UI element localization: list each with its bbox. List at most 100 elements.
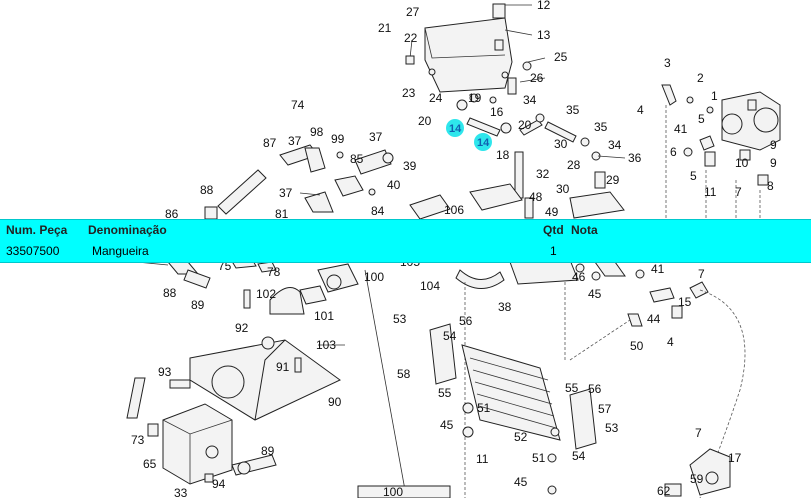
callout-label[interactable]: 81	[275, 207, 289, 221]
callout-label[interactable]: 102	[256, 287, 276, 301]
callout-label[interactable]: 51	[532, 451, 546, 465]
callout-label[interactable]: 12	[537, 0, 551, 12]
callout-label[interactable]: 37	[288, 134, 302, 148]
callout-label[interactable]: 53	[605, 421, 619, 435]
callout-label[interactable]: 23	[402, 86, 416, 100]
callout-label[interactable]: 84	[371, 204, 385, 218]
callout-label[interactable]: 45	[440, 418, 454, 432]
callout-label[interactable]: 4	[667, 335, 674, 349]
callout-label[interactable]: 7	[735, 185, 742, 199]
callout-label[interactable]: 33	[174, 486, 188, 498]
callout-label[interactable]: 37	[279, 186, 293, 200]
callout-label[interactable]: 106	[444, 203, 464, 217]
callout-label[interactable]: 5	[698, 112, 705, 126]
callout-label[interactable]: 24	[429, 91, 443, 105]
callout-label[interactable]: 8	[767, 179, 774, 193]
callout-label[interactable]: 11	[476, 452, 489, 466]
callout-label[interactable]: 90	[328, 395, 342, 409]
callout-label[interactable]: 36	[628, 151, 642, 165]
callout-label[interactable]: 16	[490, 105, 504, 119]
callout-label[interactable]: 58	[397, 367, 411, 381]
callout-label[interactable]: 34	[523, 93, 537, 107]
callout-label[interactable]: 50	[630, 339, 644, 353]
callout-label[interactable]: 100	[383, 485, 403, 498]
callout-label[interactable]: 44	[647, 312, 661, 326]
callout-label[interactable]: 7	[698, 267, 705, 281]
callout-label[interactable]: 20	[418, 114, 432, 128]
callout-label[interactable]: 89	[191, 298, 205, 312]
callout-label[interactable]: 92	[235, 321, 249, 335]
callout-14-highlight-a[interactable]	[446, 119, 464, 137]
callout-label[interactable]: 35	[566, 103, 580, 117]
callout-label[interactable]: 46	[572, 270, 586, 284]
callout-label[interactable]: 53	[393, 312, 407, 326]
callout-label[interactable]: 19	[468, 91, 482, 105]
callout-14-highlight-b[interactable]	[474, 133, 492, 151]
callout-label[interactable]: 9	[770, 138, 777, 152]
callout-label[interactable]: 41	[651, 262, 665, 276]
callout-label[interactable]: 41	[674, 122, 688, 136]
callout-label[interactable]: 2	[697, 71, 704, 85]
callout-label[interactable]: 54	[443, 329, 457, 343]
callout-label[interactable]: 88	[163, 286, 177, 300]
callout-label[interactable]: 85	[350, 152, 364, 166]
callout-label[interactable]: 56	[459, 314, 473, 328]
callout-label[interactable]: 35	[594, 120, 608, 134]
table-row[interactable]: 33507500 Mangueira 1	[0, 244, 811, 264]
callout-label[interactable]: 34	[608, 138, 622, 152]
callout-label[interactable]: 30	[554, 137, 568, 151]
callout-label[interactable]: 27	[406, 5, 420, 19]
callout-label[interactable]: 93	[158, 365, 172, 379]
callout-label[interactable]: 26	[530, 71, 544, 85]
callout-label[interactable]: 4	[637, 103, 644, 117]
callout-label[interactable]: 52	[514, 430, 528, 444]
callout-label[interactable]: 56	[588, 382, 602, 396]
callout-label[interactable]: 18	[496, 148, 510, 162]
callout-label[interactable]: 100	[364, 270, 384, 284]
callout-label[interactable]: 45	[514, 475, 528, 489]
callout-label[interactable]: 57	[598, 402, 612, 416]
callout-label[interactable]: 65	[143, 457, 157, 471]
callout-label[interactable]: 73	[131, 433, 145, 447]
callout-label[interactable]: 91	[276, 360, 290, 374]
callout-label[interactable]: 74	[291, 98, 305, 112]
callout-label[interactable]: 6	[670, 145, 677, 159]
callout-label[interactable]: 103	[316, 338, 336, 352]
callout-label[interactable]: 1	[711, 89, 718, 103]
callout-label[interactable]: 49	[545, 205, 559, 219]
callout-label[interactable]: 11	[704, 185, 717, 199]
callout-14-b[interactable]: 14	[477, 137, 490, 149]
callout-label[interactable]: 88	[200, 183, 214, 197]
callout-label[interactable]: 22	[404, 31, 418, 45]
callout-label[interactable]: 15	[678, 295, 692, 309]
callout-label[interactable]: 39	[403, 159, 417, 173]
callout-label[interactable]: 32	[536, 167, 550, 181]
callout-label[interactable]: 94	[212, 477, 226, 491]
callout-label[interactable]: 45	[588, 287, 602, 301]
callout-label[interactable]: 30	[556, 182, 570, 196]
callout-14-a[interactable]: 14	[449, 123, 462, 135]
callout-label[interactable]: 99	[331, 132, 345, 146]
callout-label[interactable]: 48	[529, 190, 543, 204]
callout-label[interactable]: 3	[664, 56, 671, 70]
callout-label[interactable]: 51	[477, 401, 491, 415]
callout-label[interactable]: 28	[567, 158, 581, 172]
callout-label[interactable]: 104	[420, 279, 440, 293]
callout-label[interactable]: 98	[310, 125, 324, 139]
callout-label[interactable]: 86	[165, 207, 179, 221]
callout-label[interactable]: 29	[606, 173, 620, 187]
callout-label[interactable]: 40	[387, 178, 401, 192]
callout-label[interactable]: 5	[690, 169, 697, 183]
callout-label[interactable]: 38	[498, 300, 512, 314]
callout-label[interactable]: 87	[263, 136, 277, 150]
callout-label[interactable]: 101	[314, 309, 334, 323]
callout-label[interactable]: 25	[554, 50, 568, 64]
callout-label[interactable]: 55	[565, 381, 579, 395]
callout-label[interactable]: 21	[378, 21, 392, 35]
callout-label[interactable]: 55	[438, 386, 452, 400]
callout-label[interactable]: 10	[735, 156, 749, 170]
callout-label[interactable]: 7	[695, 426, 702, 440]
callout-label[interactable]: 59	[690, 472, 704, 486]
callout-label[interactable]: 20	[518, 118, 532, 132]
callout-label[interactable]: 17	[728, 451, 742, 465]
